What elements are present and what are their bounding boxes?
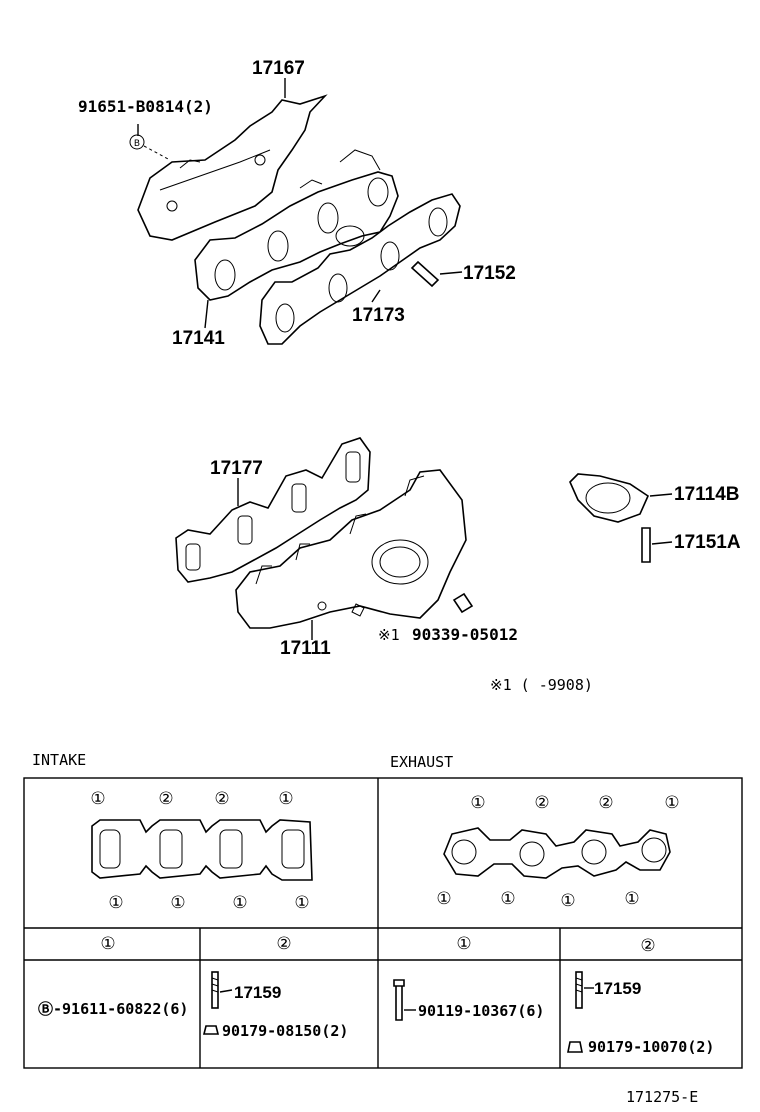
intake-label: INTAKE [32,751,86,769]
intake-bottom-3: ① [232,893,247,913]
part-90179-10070: 90179-10070(2) [588,1038,714,1056]
exhaust-bottom-2: ① [500,889,515,909]
bolt-icon [395,983,403,1021]
part-90119-10367: 90119-10367(6) [418,1002,544,1020]
label-17114b: 17114B [674,484,740,505]
label-17173: 17173 [352,305,405,326]
part-90179-08150: 90179-08150(2) [222,1022,348,1040]
col-header-exhaust-2: ② [640,936,655,956]
label-17177: 17177 [210,458,263,479]
intake-top-3: ② [214,789,229,809]
exhaust-manifold [194,171,399,301]
note-9908: ※1 ( -9908) [490,676,593,694]
part-17159-exhaust: 17159 [594,979,641,998]
intake-gasket-pattern [91,819,313,881]
exhaust-top-4: ① [664,793,679,813]
bolt-symbol-b [129,134,145,150]
exhaust-top-3: ② [598,793,613,813]
col-header-intake-2: ② [276,934,291,954]
exhaust-top-1: ① [470,793,485,813]
part-91611: Ⓑ-91611-60822(6) [38,1000,188,1018]
nut-icon-exhaust [567,1041,583,1053]
heat-insulator [137,94,328,241]
exhaust-gasket-pattern [443,827,671,879]
label-90339: 90339-05012 [412,625,518,644]
intake-top-1: ① [90,789,105,809]
pin-90339 [452,592,474,614]
stud-17151a [641,527,651,563]
exhaust-top-2: ② [534,793,549,813]
label-17167: 17167 [252,58,305,79]
intake-bottom-1: ① [108,893,123,913]
gasket-17114b [569,473,650,523]
label-17151a: 17151A [674,532,741,553]
intake-bottom-4: ① [294,893,309,913]
intake-top-2: ② [158,789,173,809]
label-91651: 91651-B0814(2) [78,97,213,116]
label-17111: 17111 [280,638,331,659]
exhaust-label: EXHAUST [390,753,453,771]
label-mark1: ※1 [378,626,400,644]
svg-text:B: B [134,139,140,149]
torque-table-frame [23,777,743,1069]
intake-gasket [175,437,371,583]
nut-icon [202,1025,220,1035]
exhaust-bottom-4: ① [624,889,639,909]
label-17152: 17152 [463,263,516,284]
col-header-exhaust-1: ① [456,934,471,954]
exhaust-bottom-1: ① [436,889,451,909]
exhaust-gasket-upper [259,193,461,345]
label-17141: 17141 [172,328,225,349]
intake-top-4: ① [278,789,293,809]
intake-bottom-2: ① [170,893,185,913]
diagram-code: 171275-E [626,1088,698,1106]
part-17159-intake: 17159 [234,983,281,1002]
col-header-intake-1: ① [100,934,115,954]
stud-17152 [410,260,440,288]
exhaust-bottom-3: ① [560,891,575,911]
intake-manifold [235,469,467,629]
